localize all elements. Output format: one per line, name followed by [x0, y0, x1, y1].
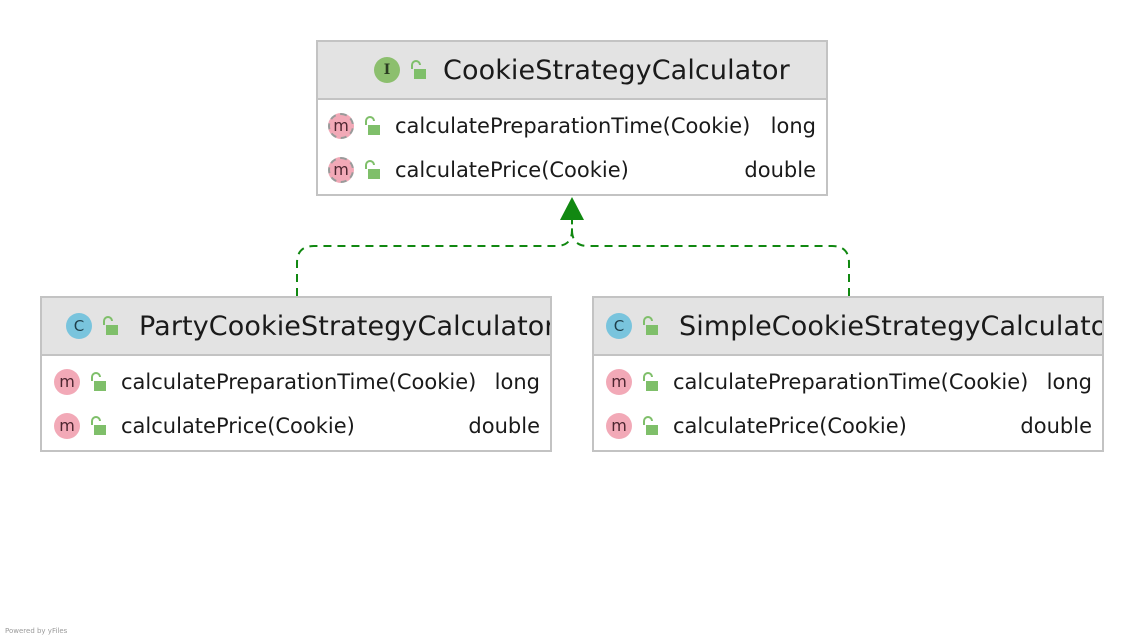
method-row[interactable]: m calculatePrice(Cookie) double	[594, 404, 1102, 448]
public-visibility-icon	[643, 372, 658, 391]
class-icon: C	[606, 313, 632, 339]
interface-node[interactable]: I CookieStrategyCalculator m calculatePr…	[316, 40, 828, 196]
method-row[interactable]: m calculatePrice(Cookie) double	[318, 148, 826, 192]
method-list: m calculatePreparationTime(Cookie) long …	[42, 356, 550, 448]
powered-by-watermark: Powered by yFiles	[5, 627, 68, 635]
method-icon: m	[54, 413, 80, 439]
node-header: I CookieStrategyCalculator	[318, 42, 826, 100]
method-icon: m	[54, 369, 80, 395]
method-return-type: long	[494, 370, 540, 394]
public-visibility-icon	[91, 372, 106, 391]
method-name: calculatePreparationTime(Cookie)	[121, 370, 477, 394]
method-return-type: double	[468, 414, 540, 438]
public-visibility-icon	[365, 116, 380, 135]
method-list: m calculatePreparationTime(Cookie) long …	[594, 356, 1102, 448]
node-header: C SimpleCookieStrategyCalculator	[594, 298, 1102, 356]
method-return-type: long	[1046, 370, 1092, 394]
method-row[interactable]: m calculatePreparationTime(Cookie) long	[594, 360, 1102, 404]
abstract-method-icon: m	[328, 113, 354, 139]
method-name: calculatePreparationTime(Cookie)	[673, 370, 1029, 394]
public-visibility-icon	[643, 416, 658, 435]
method-list: m calculatePreparationTime(Cookie) long …	[318, 100, 826, 192]
class-name: PartyCookieStrategyCalculator	[139, 310, 550, 342]
method-name: calculatePreparationTime(Cookie)	[395, 114, 751, 138]
implements-edge-simple	[571, 220, 850, 296]
public-visibility-icon	[91, 416, 106, 435]
method-icon: m	[606, 369, 632, 395]
interface-name: CookieStrategyCalculator	[443, 54, 790, 86]
method-return-type: long	[770, 114, 816, 138]
implements-edge-party	[296, 220, 573, 296]
public-visibility-icon	[365, 160, 380, 179]
method-row[interactable]: m calculatePrice(Cookie) double	[42, 404, 550, 448]
public-visibility-icon	[643, 316, 658, 335]
class-icon: C	[66, 313, 92, 339]
method-row[interactable]: m calculatePreparationTime(Cookie) long	[42, 360, 550, 404]
class-node-simple[interactable]: C SimpleCookieStrategyCalculator m calcu…	[592, 296, 1104, 452]
method-return-type: double	[1020, 414, 1092, 438]
inheritance-arrowhead	[560, 197, 584, 220]
interface-icon: I	[374, 57, 400, 83]
method-name: calculatePrice(Cookie)	[673, 414, 907, 438]
node-header: C PartyCookieStrategyCalculator	[42, 298, 550, 356]
method-row[interactable]: m calculatePreparationTime(Cookie) long	[318, 104, 826, 148]
class-node-party[interactable]: C PartyCookieStrategyCalculator m calcul…	[40, 296, 552, 452]
abstract-method-icon: m	[328, 157, 354, 183]
public-visibility-icon	[103, 316, 118, 335]
method-name: calculatePrice(Cookie)	[121, 414, 355, 438]
method-return-type: double	[744, 158, 816, 182]
class-name: SimpleCookieStrategyCalculator	[679, 310, 1102, 342]
method-name: calculatePrice(Cookie)	[395, 158, 629, 182]
method-icon: m	[606, 413, 632, 439]
public-visibility-icon	[411, 60, 426, 79]
